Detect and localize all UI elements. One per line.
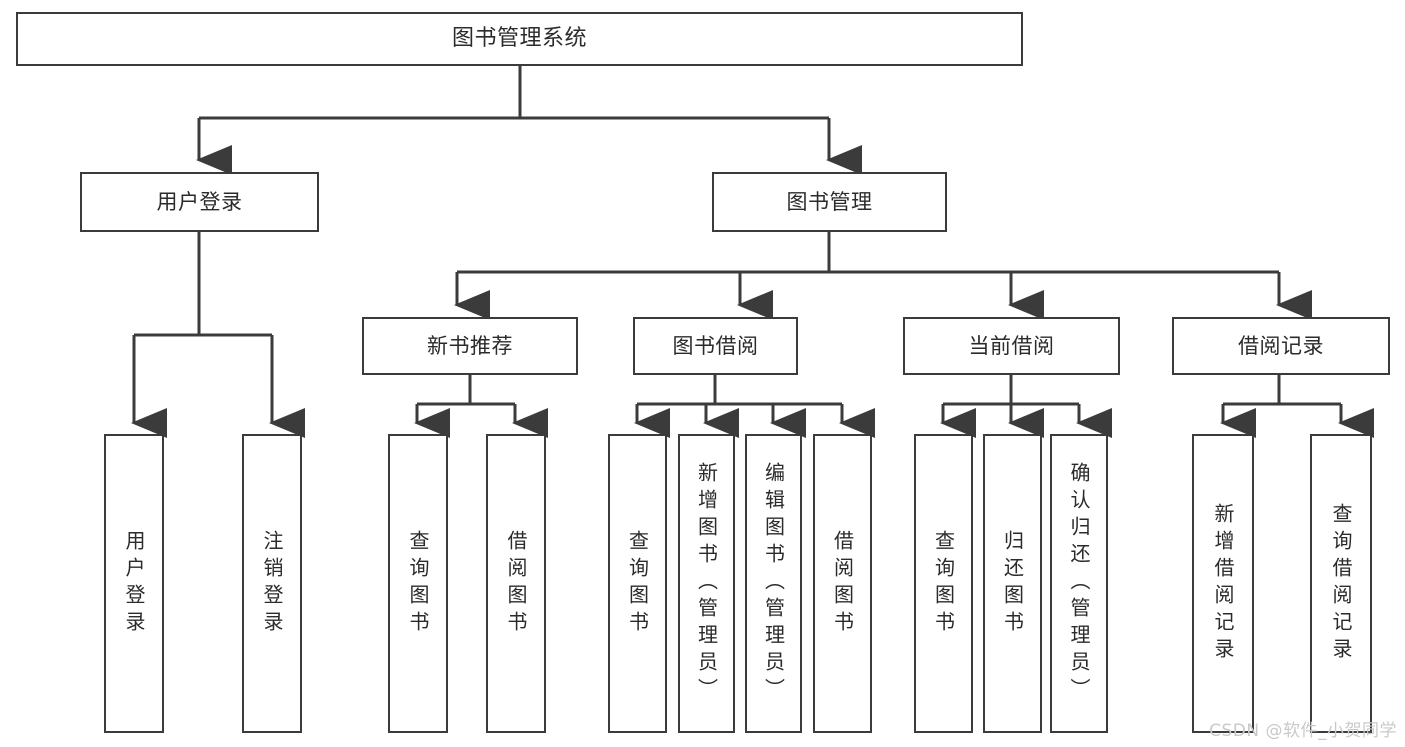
node-label: 借阅图书 bbox=[830, 529, 855, 638]
node-current-borrow[interactable]: 当前借阅 bbox=[903, 317, 1120, 375]
node-label: 图书管理系统 bbox=[451, 26, 587, 52]
leaf-query-book-borrow[interactable]: 查询图书 bbox=[608, 434, 667, 733]
node-label: 图书管理 bbox=[786, 189, 873, 214]
node-new-book-recommendation[interactable]: 新书推荐 bbox=[362, 317, 578, 375]
node-label: 查询图书 bbox=[406, 529, 430, 638]
leaf-logout[interactable]: 注销登录 bbox=[242, 434, 302, 733]
leaf-borrow-book-recommendation[interactable]: 借阅图书 bbox=[486, 434, 546, 733]
leaf-user-login[interactable]: 用户登录 bbox=[104, 434, 164, 733]
node-label: 用户登录 bbox=[122, 529, 146, 638]
node-root-system[interactable]: 图书管理系统 bbox=[16, 12, 1023, 66]
node-book-borrow[interactable]: 图书借阅 bbox=[633, 317, 798, 375]
node-label: 注销登录 bbox=[260, 529, 284, 638]
leaf-add-borrow-record[interactable]: 新增借阅记录 bbox=[1192, 434, 1254, 733]
leaf-return-book[interactable]: 归还图书 bbox=[983, 434, 1042, 733]
node-borrow-records[interactable]: 借阅记录 bbox=[1172, 317, 1390, 375]
leaf-query-book-current[interactable]: 查询图书 bbox=[914, 434, 973, 733]
node-label: 查询图书 bbox=[625, 529, 650, 638]
node-label: 编辑图书（管理员） bbox=[761, 462, 786, 705]
node-label: 新增图书（管理员） bbox=[694, 462, 719, 705]
leaf-query-borrow-record[interactable]: 查询借阅记录 bbox=[1310, 434, 1372, 733]
leaf-borrow-book[interactable]: 借阅图书 bbox=[813, 434, 872, 733]
leaf-confirm-return-admin[interactable]: 确认归还（管理员） bbox=[1050, 434, 1108, 733]
node-book-management[interactable]: 图书管理 bbox=[712, 172, 947, 232]
node-label: 当前借阅 bbox=[968, 333, 1055, 358]
node-label: 借阅记录 bbox=[1238, 333, 1324, 358]
node-label: 借阅图书 bbox=[504, 529, 528, 638]
node-label: 确认归还（管理员） bbox=[1067, 462, 1091, 705]
node-label: 新增借阅记录 bbox=[1211, 502, 1235, 665]
leaf-add-book-admin[interactable]: 新增图书（管理员） bbox=[678, 434, 735, 733]
node-user-login[interactable]: 用户登录 bbox=[80, 172, 319, 232]
leaf-query-book-recommendation[interactable]: 查询图书 bbox=[388, 434, 448, 733]
node-label: 查询借阅记录 bbox=[1329, 502, 1353, 665]
node-label: 归还图书 bbox=[1000, 529, 1025, 638]
csdn-watermark: CSDN @软件_小贺同学 bbox=[1209, 721, 1397, 741]
node-label: 用户登录 bbox=[156, 189, 243, 214]
leaf-edit-book-admin[interactable]: 编辑图书（管理员） bbox=[745, 434, 802, 733]
node-label: 图书借阅 bbox=[672, 333, 759, 358]
node-label: 新书推荐 bbox=[427, 333, 513, 358]
node-label: 查询图书 bbox=[931, 529, 956, 638]
